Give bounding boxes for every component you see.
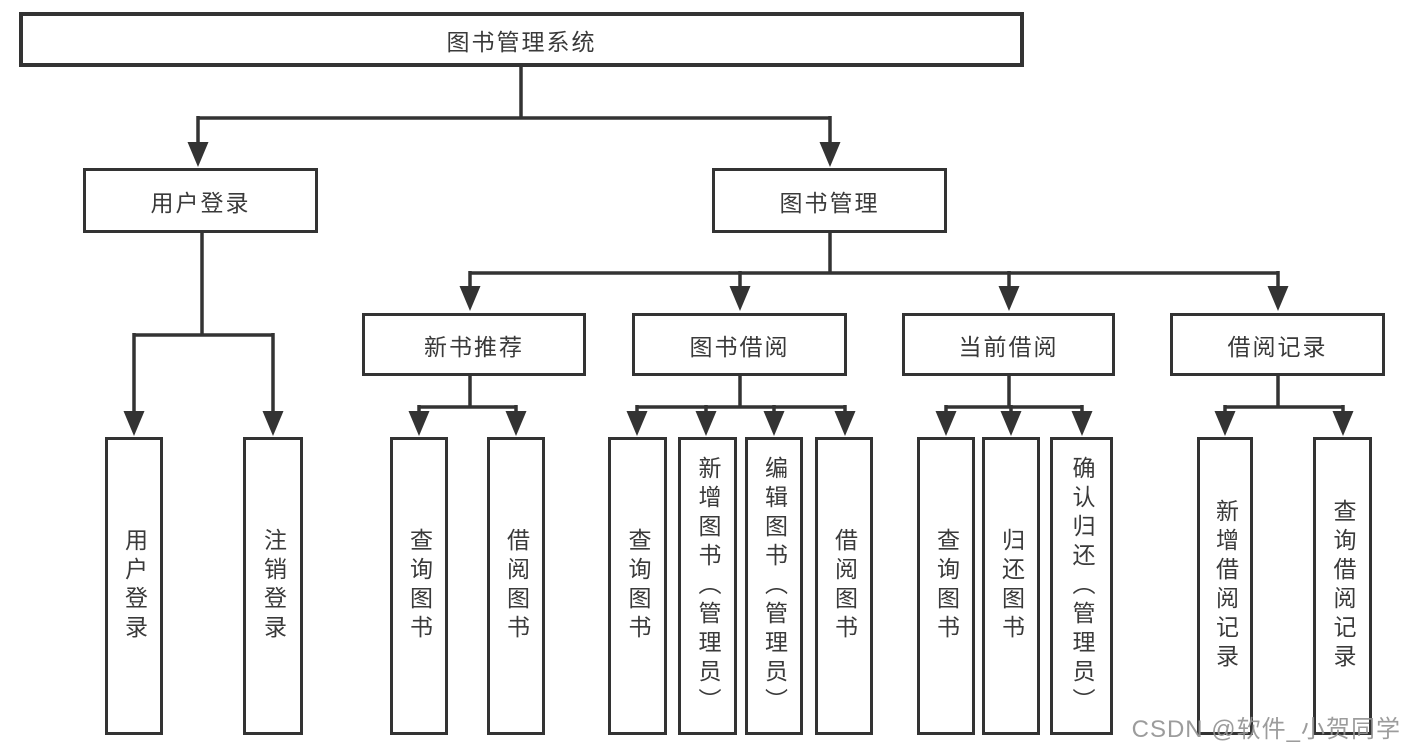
node-borrowing-records: 借阅记录 [1170,313,1385,376]
node-user-login-branch: 用户登录 [83,168,318,233]
node-current-borrowing: 当前借阅 [902,313,1115,376]
leaf-logout: 注销登录 [243,437,303,735]
leaf-query-books-borrow: 查询图书 [608,437,667,735]
leaf-query-borrow-record: 查询借阅记录 [1313,437,1372,735]
node-new-book-recommendation: 新书推荐 [362,313,586,376]
node-library-management-system: 图书管理系统 [19,12,1024,67]
leaf-add-borrow-record: 新增借阅记录 [1197,437,1253,735]
leaf-return-books: 归还图书 [982,437,1040,735]
csdn-watermark: CSDN @软件_小贺同学 [1131,716,1401,743]
leaf-query-books-current: 查询图书 [917,437,975,735]
leaf-borrow-books: 借阅图书 [815,437,873,735]
leaf-confirm-return-admin: 确认归还（管理员） [1050,437,1113,735]
leaf-query-books-recommend: 查询图书 [390,437,448,735]
node-book-management-branch: 图书管理 [712,168,947,233]
leaf-add-books-admin: 新增图书（管理员） [678,437,737,735]
leaf-borrow-books-recommend: 借阅图书 [487,437,545,735]
leaf-edit-books-admin: 编辑图书（管理员） [745,437,803,735]
node-book-borrowing: 图书借阅 [632,313,847,376]
leaf-user-login: 用户登录 [105,437,163,735]
